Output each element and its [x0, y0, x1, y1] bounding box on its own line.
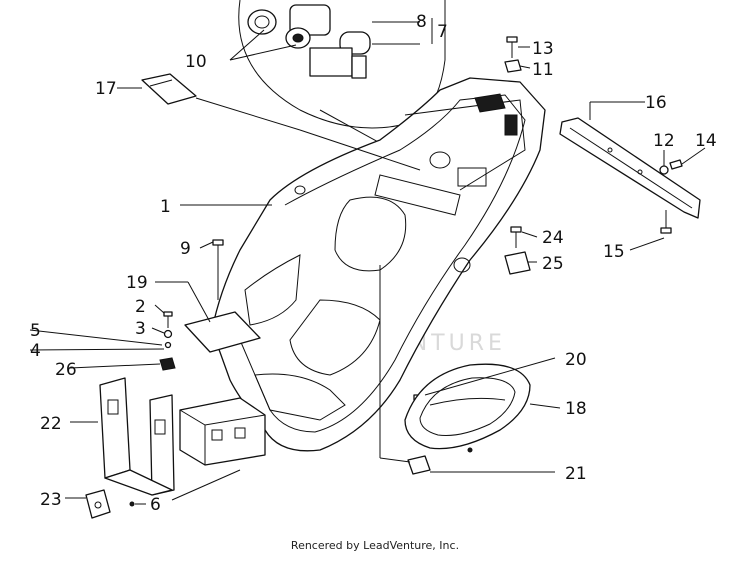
- callout-10: 10: [185, 52, 207, 72]
- callout-16: 16: [645, 93, 667, 113]
- callout-11: 11: [532, 60, 554, 80]
- callout-6: 6: [150, 495, 161, 515]
- battery-box: [179, 311, 266, 466]
- callout-9: 9: [180, 239, 191, 259]
- part-18-liner: [404, 363, 531, 453]
- callout-15: 15: [603, 242, 625, 262]
- callout-4: 4: [30, 341, 41, 361]
- part-23-clip: [85, 489, 111, 519]
- callout-5: 5: [30, 321, 41, 341]
- callout-3: 3: [135, 319, 146, 339]
- part-16-bracket: [559, 117, 701, 219]
- leader-lines: [29, 18, 706, 505]
- callout-17: 17: [95, 79, 117, 99]
- callout-7: 7: [437, 22, 448, 42]
- part-17-cover: [141, 73, 197, 105]
- callout-14: 14: [695, 131, 717, 151]
- render-credit: Rencered by LeadVenture, Inc.: [290, 539, 460, 552]
- callout-20: 20: [565, 350, 587, 370]
- callout-2: 2: [135, 297, 146, 317]
- callout-23: 23: [40, 490, 62, 510]
- callout-1: 1: [160, 197, 171, 217]
- callout-26: 26: [55, 360, 77, 380]
- callout-8: 8: [416, 12, 427, 32]
- callout-22: 22: [40, 414, 62, 434]
- callout-18: 18: [565, 399, 587, 419]
- callout-19: 19: [126, 273, 148, 293]
- callout-21: 21: [565, 464, 587, 484]
- callout-25: 25: [542, 254, 564, 274]
- power-socket-parts: [247, 4, 371, 79]
- callout-13: 13: [532, 39, 554, 59]
- callout-12: 12: [653, 131, 675, 151]
- callout-24: 24: [542, 228, 564, 248]
- part-22-bracket: [99, 377, 175, 496]
- callout-labels: 1 2 3 4 5 6 7 8 9 10 11 12 13 14 15 16 1…: [30, 12, 717, 515]
